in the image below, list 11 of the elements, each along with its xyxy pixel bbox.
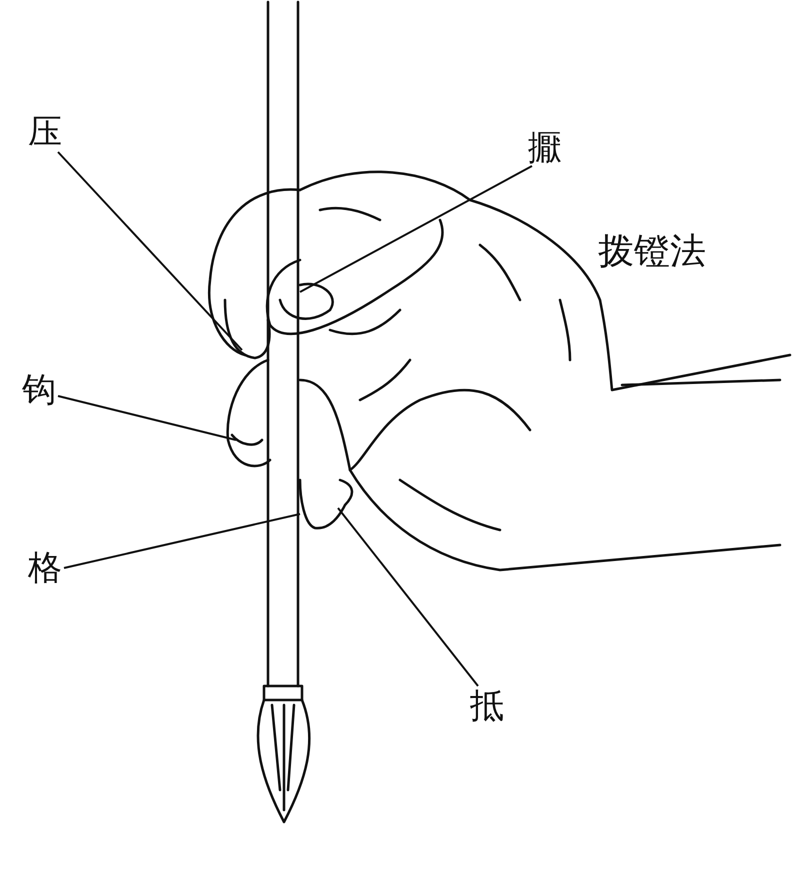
leader-line — [64, 513, 300, 569]
leader-line — [300, 165, 532, 293]
part-label: 格 — [28, 548, 62, 588]
title-text: 拨镫法 — [598, 230, 706, 274]
part-label: 压 — [28, 112, 62, 152]
part-label: 抵 — [470, 686, 504, 726]
part-label: 擫 — [528, 128, 562, 168]
part-label: 钩 — [22, 370, 56, 410]
leader-line — [57, 151, 243, 351]
leader-line — [337, 507, 479, 687]
leader-line — [58, 395, 236, 441]
